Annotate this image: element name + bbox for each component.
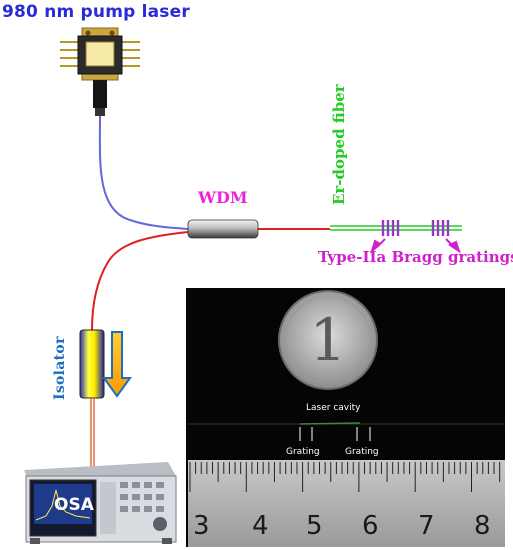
wdm-label: WDM	[198, 188, 248, 207]
coin-image: 1	[278, 290, 378, 390]
gratings-label: Type-IIa Bragg gratings	[318, 248, 513, 266]
grating-arrow-right-icon	[445, 238, 461, 254]
isolator-device	[79, 329, 105, 399]
osa-label: OSA	[54, 495, 94, 515]
ruler-number: 3	[193, 511, 210, 541]
pump-laser-icon	[60, 27, 140, 116]
grating-left-label: Grating	[286, 447, 320, 457]
ruler-number: 8	[474, 511, 491, 541]
er-doped-fiber	[330, 225, 462, 231]
grating-markers	[299, 427, 371, 441]
photo-panel: 1	[186, 288, 505, 547]
pump-laser-title: 980 nm pump laser	[2, 2, 190, 22]
pump-fiber	[98, 115, 189, 230]
osa-fiber	[90, 398, 95, 468]
ruler-number: 4	[252, 511, 269, 541]
ruler-number: 6	[362, 511, 379, 541]
svg-text:1: 1	[310, 306, 347, 374]
osa-instrument-icon	[24, 462, 177, 544]
ruler	[188, 460, 505, 547]
isolator-label: Isolator	[52, 336, 68, 400]
isolator-fiber	[91, 231, 189, 331]
grating-arrow-left-icon	[370, 238, 386, 255]
er-fiber-label: Er-doped fiber	[330, 84, 348, 205]
wdm-coupler	[187, 219, 259, 239]
direction-arrow-icon	[102, 331, 132, 398]
grating-right-label: Grating	[345, 447, 379, 457]
bragg-grating-right	[431, 220, 450, 236]
laser-cavity-label: Laser cavity	[306, 403, 361, 413]
bragg-grating-left	[381, 220, 400, 236]
ruler-ticks	[189, 462, 501, 492]
ruler-number: 5	[306, 511, 323, 541]
ruler-number: 7	[418, 511, 435, 541]
